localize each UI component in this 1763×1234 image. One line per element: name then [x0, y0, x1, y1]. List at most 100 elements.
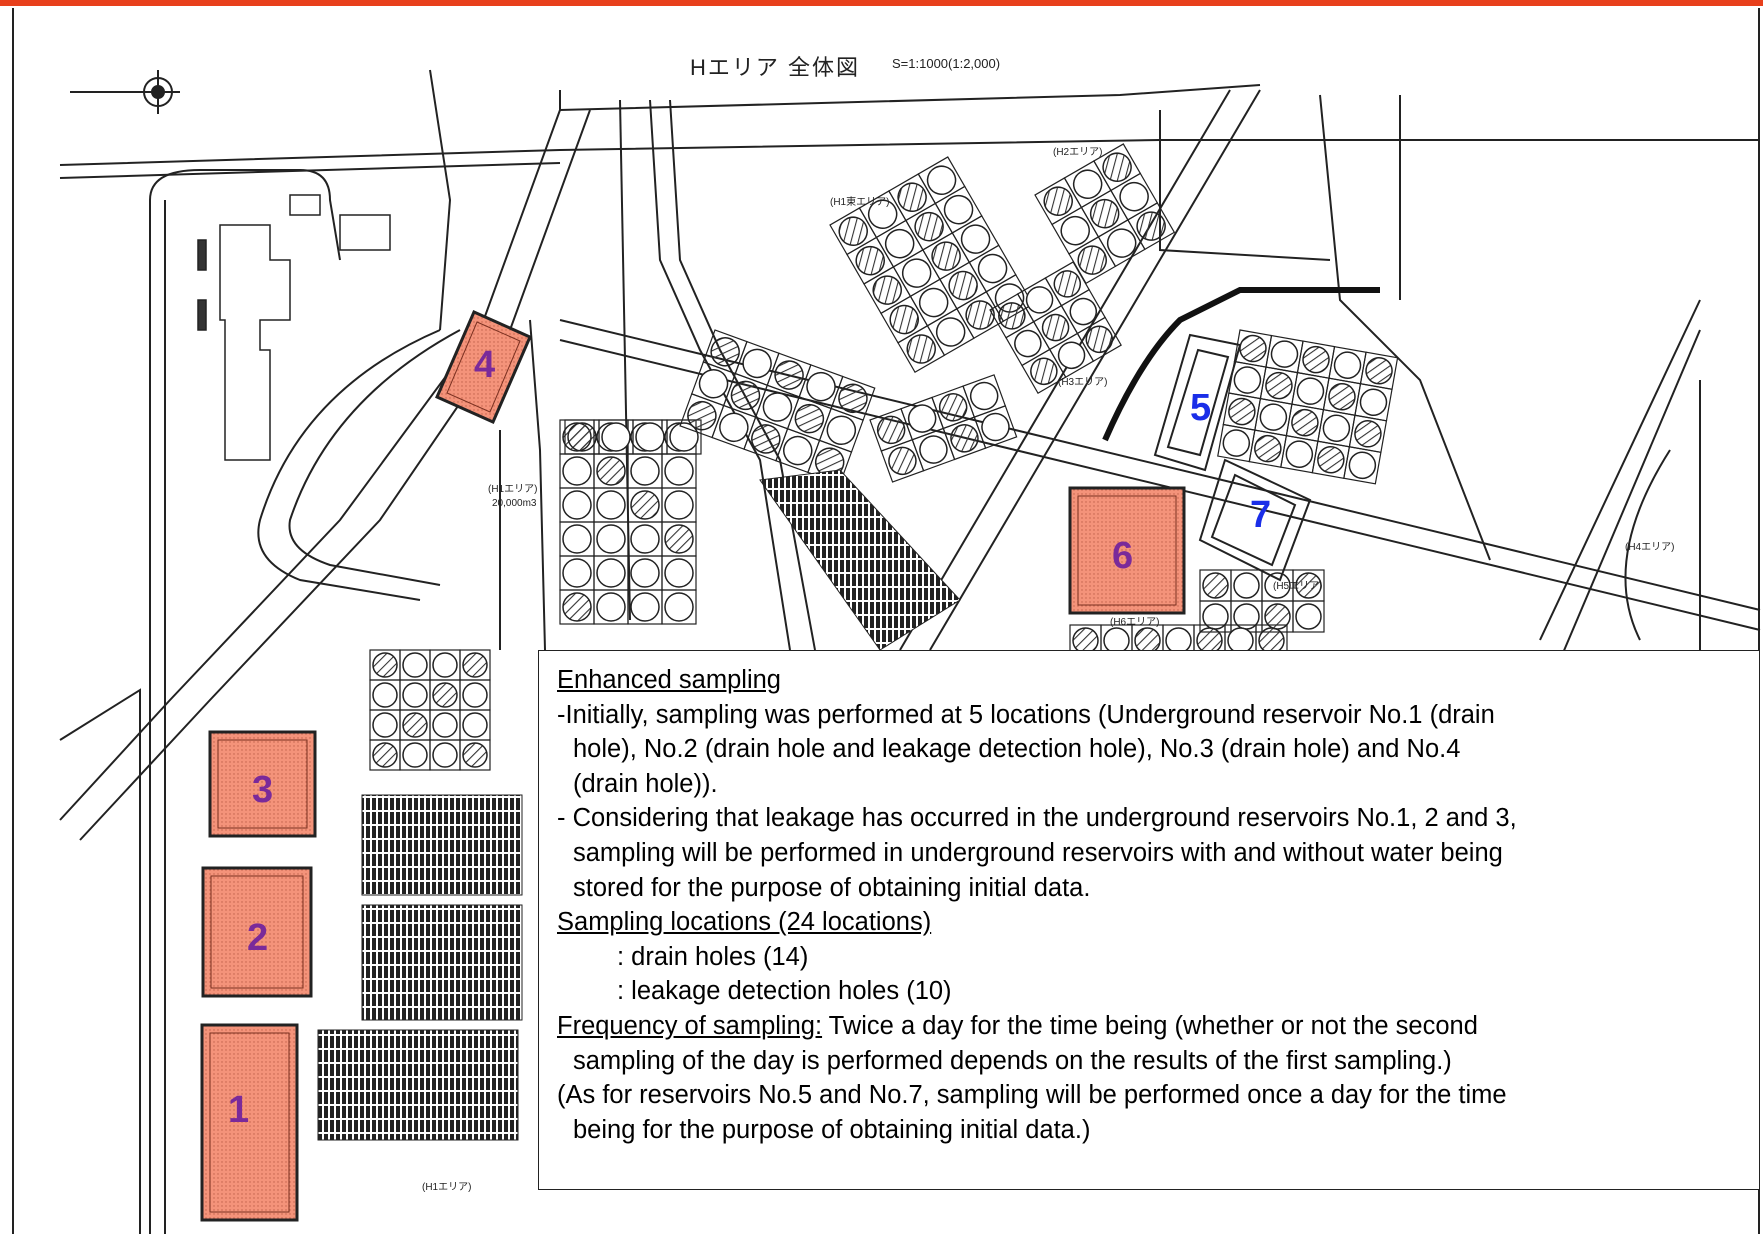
tank-icon [1254, 434, 1282, 463]
label-h2-area: (H2エリア) [1053, 147, 1102, 158]
tank-icon [1233, 572, 1260, 599]
sampling-info-box: Enhanced sampling -Initially, sampling w… [538, 650, 1760, 1190]
tank-icon [562, 592, 592, 622]
tank-icon [562, 456, 592, 486]
tank-icon [1014, 329, 1042, 358]
bullet-1-line-3: (drain hole)). [573, 769, 718, 798]
tank-icon [596, 490, 626, 520]
tank-icon [838, 383, 868, 414]
tank-grid [1217, 329, 1399, 485]
label-h4-area: (H4エリア) [1625, 542, 1674, 553]
tank-icon [1322, 414, 1351, 442]
tank-icon [1291, 408, 1319, 437]
north-arrow-icon [70, 70, 180, 114]
tank-icon [826, 415, 857, 446]
tank-icon [372, 682, 398, 708]
tank-icon [867, 199, 898, 229]
road-network [59, 69, 1761, 1234]
tank-cell [1076, 316, 1122, 362]
tank-icon [1043, 186, 1073, 216]
tank-icon [1302, 345, 1330, 374]
tank-icon [596, 456, 626, 486]
tank-icon [596, 524, 626, 554]
tank-icon [698, 368, 729, 399]
frequency-text: Twice a day for the time being (whether … [822, 1011, 1478, 1040]
tank-icon [943, 194, 974, 225]
tank-icon [876, 415, 906, 445]
reservoir-3 [208, 730, 317, 838]
reservoir-4-number: 4 [474, 344, 495, 386]
tank-icon [783, 435, 813, 466]
tank-icon [1025, 286, 1054, 314]
label-h1e-area: (H1東エリア) [830, 195, 889, 208]
tank-icon [601, 422, 631, 452]
tank-icon [1265, 371, 1293, 400]
tank-icon [889, 304, 919, 335]
area-labels: (H1エリア) 20,000m3 (H5エリア) (H3エリア) (H4エリア)… [422, 147, 1674, 1193]
tank-icon [562, 490, 592, 520]
tank-cell [1343, 446, 1382, 485]
tank-icon [1202, 572, 1229, 599]
tank-icon [888, 446, 917, 476]
tank-icon [931, 241, 961, 271]
drain-holes-count: : drain holes (14) [617, 942, 809, 971]
note-line-2: being for the purpose of obtaining initi… [573, 1115, 1091, 1144]
tank-icon [897, 182, 927, 212]
tank-icon [1259, 403, 1288, 431]
tank-icon [806, 371, 836, 402]
tank-icon [751, 424, 781, 454]
tank-icon [926, 165, 957, 195]
tank-icon [462, 682, 488, 708]
tank-grid [1069, 624, 1288, 657]
tank-grid [869, 374, 1018, 483]
tank-icon [1354, 420, 1382, 448]
tank-grid [369, 649, 491, 771]
tank-icon [372, 742, 398, 768]
tank-icon [1317, 445, 1345, 474]
tank-icon [1057, 341, 1086, 370]
tank-icon [432, 652, 458, 678]
note-line-1: (As for reservoirs No.5 and No.7, sampli… [557, 1081, 1507, 1110]
tank-icon [935, 317, 966, 347]
map-title: Hエリア 全体図 [690, 55, 861, 80]
locations-heading: Sampling locations (24 locations) [557, 908, 932, 937]
tank-icon [1296, 377, 1325, 405]
tank-grid [679, 329, 876, 485]
tank-icon [635, 422, 665, 452]
tank-icon [965, 300, 995, 330]
reservoir-1-number: 1 [228, 1089, 249, 1131]
tank-icon [977, 253, 1008, 284]
tank-icon [907, 404, 937, 433]
reservoir-markers [200, 310, 1186, 1222]
frequency-heading: Frequency of sampling: [557, 1011, 823, 1040]
tank-icon [562, 558, 592, 588]
tank-icon [630, 524, 660, 554]
tank-icon [710, 337, 740, 367]
bullet-2-line-1: - Considering that leakage has occurred … [557, 804, 1517, 833]
tank-icon [1233, 366, 1262, 394]
tank-icon [1102, 152, 1132, 182]
tank-icon [596, 558, 626, 588]
tank-icon [1119, 181, 1149, 212]
tank-icon [664, 524, 694, 554]
tank-icon [969, 381, 999, 411]
tank-icon [855, 245, 885, 276]
tank-icon [402, 682, 428, 708]
tank-icon [762, 392, 793, 422]
tank-icon [1106, 228, 1137, 258]
tank-icon [462, 652, 488, 678]
drain-channel [1102, 287, 1380, 442]
tank-icon [402, 652, 428, 678]
map-scale: S=1:1000(1:2,000) [892, 56, 1001, 71]
buildings-left [197, 194, 391, 461]
tank-cell [666, 419, 702, 455]
label-h1-area: (H1エリア) [422, 1182, 471, 1193]
tank-grid [1199, 569, 1325, 633]
tank-icon [432, 682, 458, 708]
tank-icon [950, 424, 979, 453]
tank-icon [960, 224, 991, 254]
tank-grid [989, 261, 1122, 394]
tank-icon [1085, 325, 1114, 354]
tank-icon [948, 270, 978, 301]
tank-icon [596, 592, 626, 622]
